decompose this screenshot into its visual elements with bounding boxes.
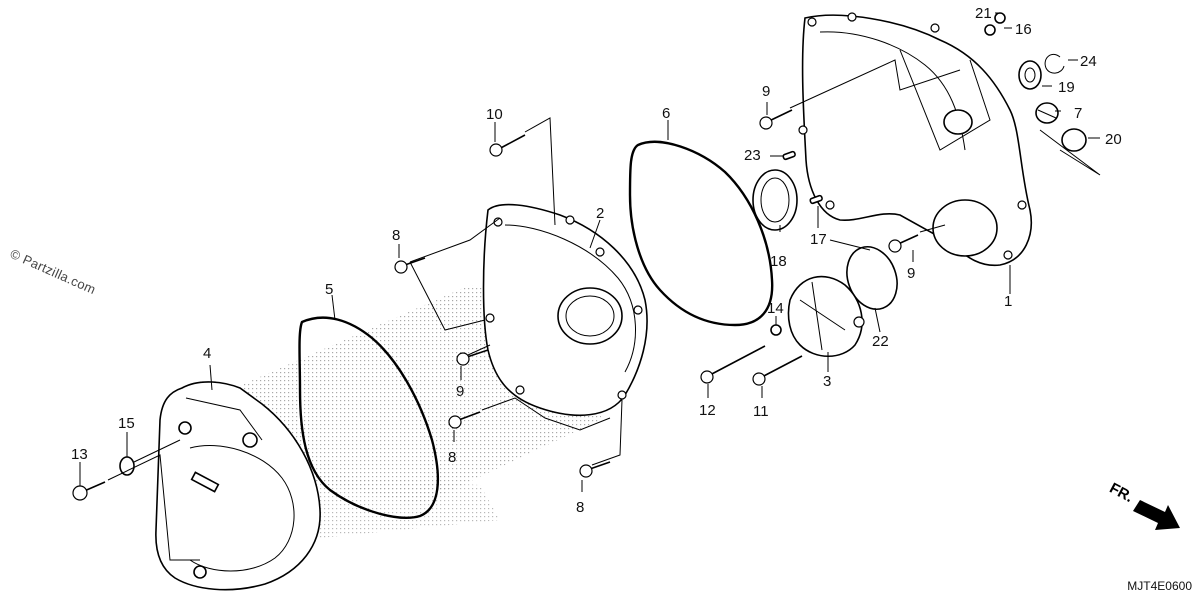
seal-ring-part[interactable] [1061,128,1087,152]
main-case-part[interactable] [798,12,1032,267]
washer-14-part[interactable] [770,324,782,336]
callout-19[interactable]: 19 [1058,79,1075,96]
oil-seal-part[interactable] [752,169,798,231]
callout-9-top[interactable]: 9 [762,83,770,100]
callout-7[interactable]: 7 [1074,105,1082,122]
callout-18[interactable]: 18 [770,253,787,270]
callout-numbers: 1 2 3 4 5 6 7 8 8 8 9 9 9 10 11 12 13 14… [71,5,1122,516]
callout-8-top[interactable]: 8 [392,227,400,244]
callout-20[interactable]: 20 [1105,131,1122,148]
middle-housing-part[interactable] [482,203,648,417]
bolt-8-bottom[interactable] [579,461,611,478]
callout-9-right[interactable]: 9 [907,265,915,282]
callout-9-mid[interactable]: 9 [456,383,464,400]
bolt-11[interactable] [752,355,803,386]
bearing-part[interactable] [1018,60,1042,90]
callout-23[interactable]: 23 [744,147,761,164]
bolt-12[interactable] [700,345,766,384]
bolt-10[interactable] [489,134,526,157]
cover-gasket-part[interactable] [298,316,440,519]
plug-part[interactable] [1035,102,1059,124]
grommet-15[interactable] [119,456,135,476]
callout-3[interactable]: 3 [823,373,831,390]
callout-15[interactable]: 15 [118,415,135,432]
housing-gasket-part[interactable] [628,140,774,327]
callout-8-bottom[interactable]: 8 [576,499,584,516]
outer-cover-part[interactable] [155,381,321,591]
callout-6[interactable]: 6 [662,105,670,122]
callout-17[interactable]: 17 [810,231,827,248]
callout-11[interactable]: 11 [753,403,769,420]
callout-14[interactable]: 14 [767,300,784,317]
bolt-8-top[interactable] [394,257,426,274]
front-direction-indicator: FR. [1107,480,1180,530]
front-direction-label: FR. [1107,480,1136,506]
bolt-9-right[interactable] [888,234,919,253]
callout-12[interactable]: 12 [699,402,716,419]
callout-10[interactable]: 10 [486,106,503,123]
callout-24[interactable]: 24 [1080,53,1097,70]
bolt-13[interactable] [72,481,106,501]
bolt-8-mid[interactable] [448,411,481,429]
bolt-9-top[interactable] [759,109,793,130]
callout-22[interactable]: 22 [872,333,889,350]
callout-1[interactable]: 1 [1004,293,1012,310]
callout-21[interactable]: 21 [975,5,992,22]
callout-2[interactable]: 2 [596,205,604,222]
drawing-code: MJT4E0600 [1127,579,1192,593]
callout-5[interactable]: 5 [325,281,333,298]
bolt-9-mid[interactable] [456,349,489,366]
callout-8-mid[interactable]: 8 [448,449,456,466]
small-washer-part[interactable] [984,12,1006,36]
cap-part[interactable] [787,275,865,357]
snap-ring-part[interactable] [1044,53,1065,74]
callout-13[interactable]: 13 [71,446,88,463]
dowel-pin-part[interactable] [782,150,823,205]
callout-4[interactable]: 4 [203,345,211,362]
leader-lines [79,12,1101,561]
callout-16[interactable]: 16 [1015,21,1032,38]
